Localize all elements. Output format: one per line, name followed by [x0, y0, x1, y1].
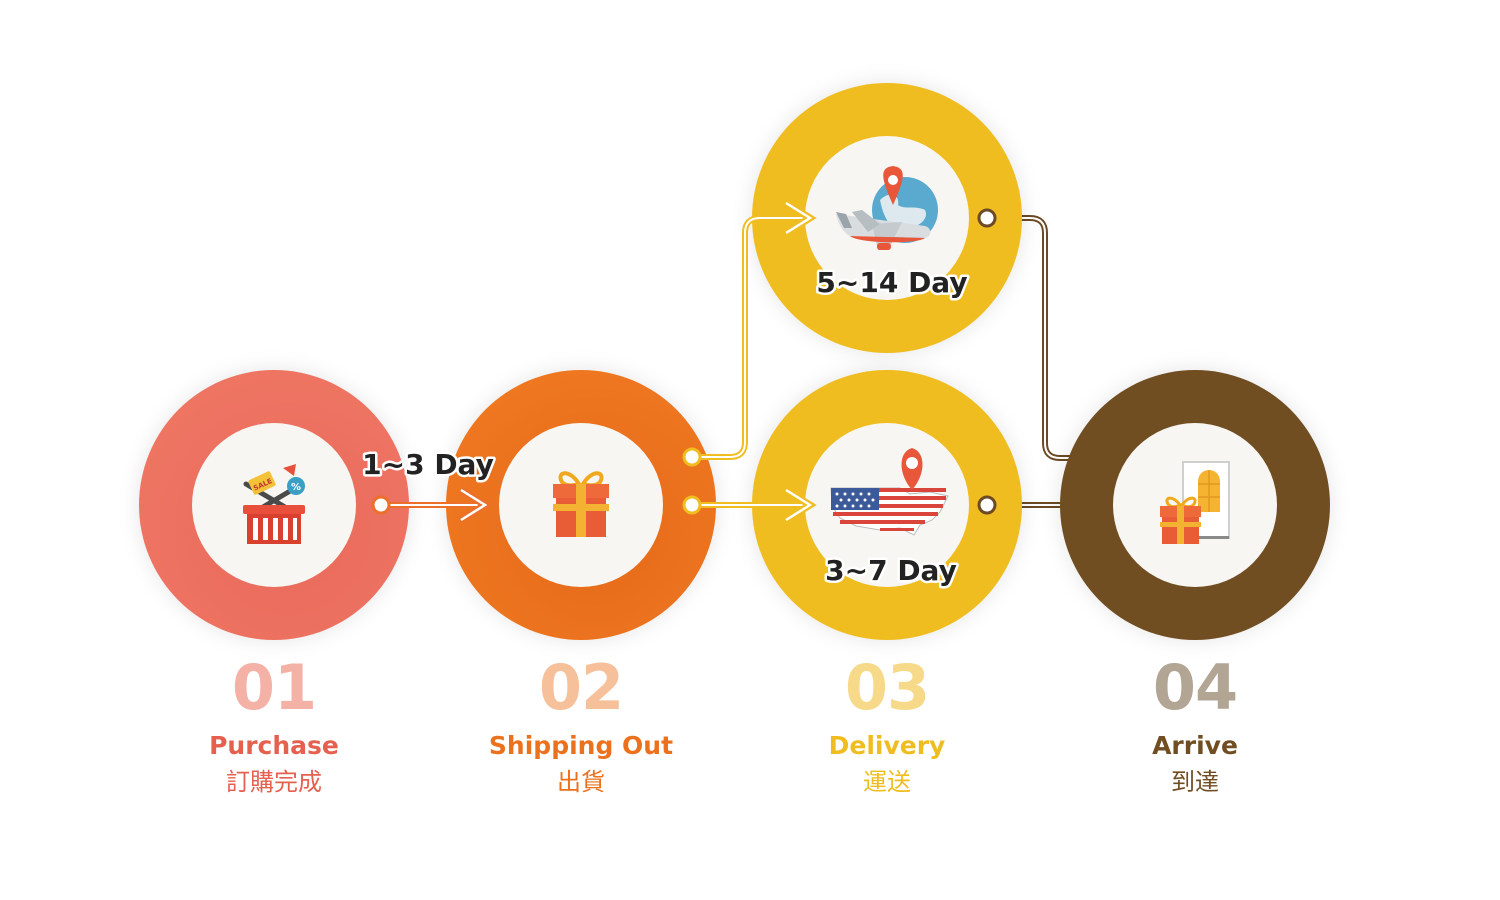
step3-title: Delivery	[828, 731, 946, 760]
duration-label-1-3-day: 1~3 Day	[362, 448, 494, 481]
svg-text:%: %	[291, 482, 301, 493]
step4-caption: 04 Arrive 到達	[1045, 657, 1345, 797]
step2-caption: 02 Shipping Out 出貨	[431, 657, 731, 797]
duration-label-5-14-day: 5~14 Day	[816, 266, 967, 299]
connector-step1-to-step2	[371, 487, 492, 523]
usa-map-pin-icon	[830, 448, 949, 536]
step4-subtitle: 到達	[1171, 768, 1219, 796]
step1-title: Purchase	[209, 731, 339, 760]
connector-start-dot	[977, 495, 997, 515]
step3-number: 03	[844, 651, 930, 724]
step1-caption: 01 Purchase 訂購完成	[124, 657, 424, 797]
gift-box-icon	[553, 471, 609, 537]
door-gift-icon	[1160, 461, 1230, 544]
step4-title: Arrive	[1152, 731, 1238, 760]
step1-subtitle: 訂購完成	[226, 768, 322, 796]
shopping-basket-sale-icon: SALE %	[243, 464, 305, 544]
duration-label-3-7-day: 3~7 Day	[825, 554, 957, 587]
step2-subtitle: 出貨	[557, 768, 605, 796]
airplane-globe-icon	[836, 166, 938, 250]
connector-start-dot	[977, 208, 997, 228]
connector-step2-to-international	[682, 200, 817, 467]
connector-step2-to-step3	[682, 487, 817, 523]
step2-title: Shipping Out	[488, 731, 674, 760]
step1-number: 01	[231, 651, 317, 724]
step3-subtitle: 運送	[863, 768, 911, 796]
step2-number: 02	[538, 651, 624, 724]
step3-caption: 03 Delivery 運送	[737, 657, 1037, 797]
step4-number: 04	[1152, 651, 1238, 724]
